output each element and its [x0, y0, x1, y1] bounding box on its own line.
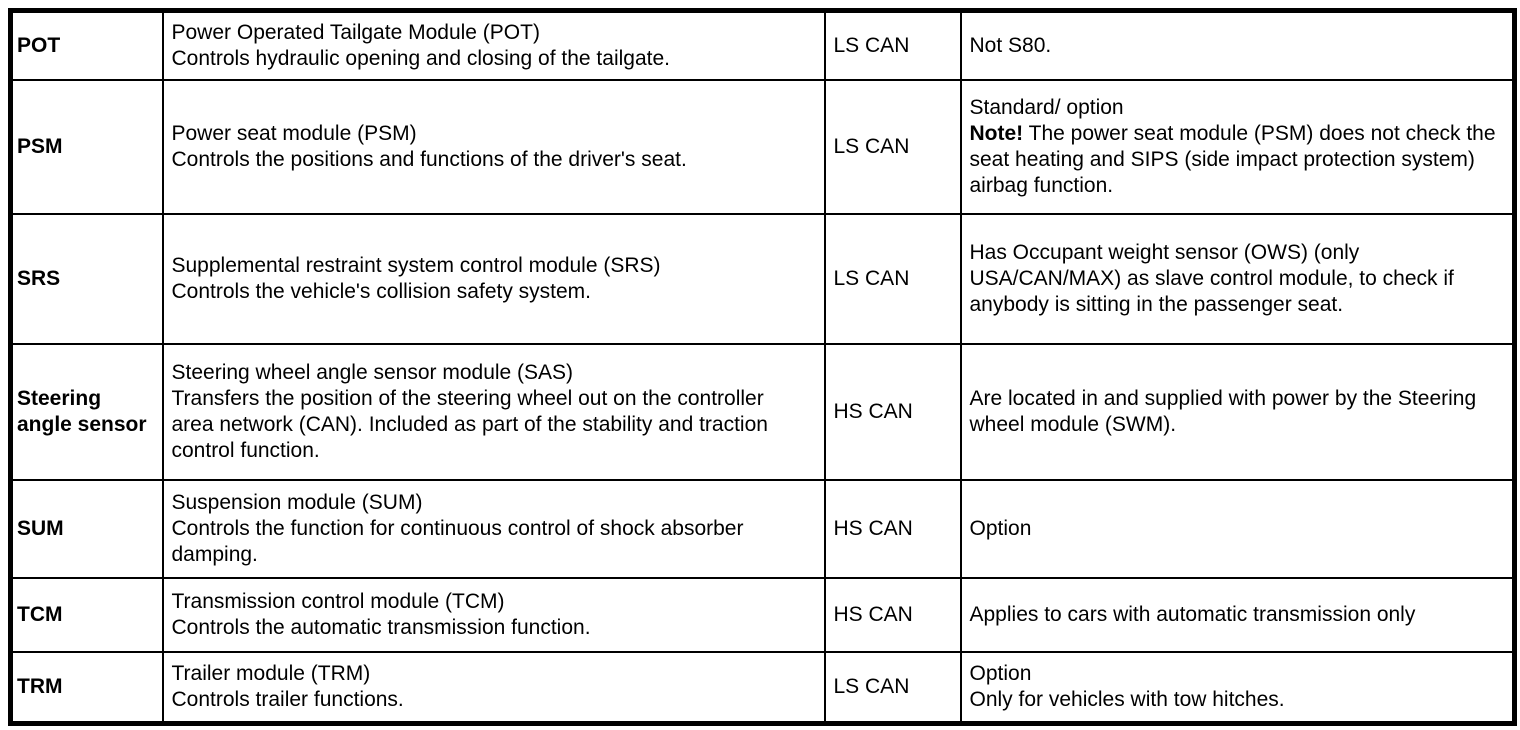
notes-text: Are located in and supplied with power b…	[969, 386, 1477, 436]
notes-text: Not S80.	[969, 33, 1052, 57]
notes-text: Has Occupant weight sensor (OWS) (only U…	[969, 240, 1454, 316]
module-abbreviation-cell: SRS	[9, 212, 164, 345]
notes-line: Note! The power seat module (PSM) does n…	[970, 121, 1505, 199]
table-row: SRS Supplemental restraint system control…	[9, 212, 1516, 345]
notes-line: Option	[970, 516, 1505, 542]
notes-cell: Are located in and supplied with power b…	[959, 342, 1516, 481]
module-description-cell: Supplemental restraint system control mo…	[161, 212, 826, 345]
notes-line: Only for vehicles with tow hitches.	[970, 687, 1505, 713]
module-abbreviation-cell: POT	[9, 9, 164, 81]
notes-text: Applies to cars with automatic transmiss…	[969, 602, 1416, 626]
notes-line: Standard/ option	[970, 95, 1505, 121]
module-abbreviation-cell: TRM	[9, 650, 164, 725]
notes-line: Are located in and supplied with power b…	[970, 386, 1505, 438]
notes-text: Option	[969, 516, 1032, 540]
description-line: Controls the positions and functions of …	[171, 147, 687, 171]
notes-text: Option	[969, 661, 1032, 685]
description-line: Controls the automatic transmission func…	[171, 615, 591, 639]
notes-text: Standard/ option	[969, 95, 1124, 119]
module-description-cell: Transmission control module (TCM)Control…	[161, 576, 826, 653]
module-abbreviation-cell: TCM	[9, 576, 164, 653]
description-line: Transfers the position of the steering w…	[171, 386, 768, 462]
module-description-cell: Suspension module (SUM)Controls the func…	[161, 478, 826, 579]
notes-cell: Applies to cars with automatic transmiss…	[959, 576, 1516, 653]
notes-line: Applies to cars with automatic transmiss…	[970, 602, 1505, 628]
module-abbreviation-cell: Steering angle sensor	[9, 342, 164, 481]
module-description-cell: Steering wheel angle sensor module (SAS)…	[161, 342, 826, 481]
network-type-cell: LS CAN	[823, 78, 962, 215]
description-line: Supplemental restraint system control mo…	[171, 253, 661, 277]
module-description-cell: Power Operated Tailgate Module (POT)Cont…	[161, 9, 826, 81]
network-type-cell: LS CAN	[823, 650, 962, 725]
description-line: Controls trailer functions.	[171, 687, 404, 711]
notes-cell: Option	[959, 478, 1516, 579]
description-line: Power Operated Tailgate Module (POT)	[171, 20, 540, 44]
description-line: Steering wheel angle sensor module (SAS)	[171, 360, 574, 384]
description-line: Controls hydraulic opening and closing o…	[171, 46, 670, 70]
module-description-cell: Power seat module (PSM)Controls the posi…	[161, 78, 826, 215]
description-line: Power seat module (PSM)	[171, 121, 417, 145]
network-type-cell: HS CAN	[823, 576, 962, 653]
module-abbreviation-cell: SUM	[9, 478, 164, 579]
network-type-cell: LS CAN	[823, 9, 962, 81]
module-abbreviation-cell: PSM	[9, 78, 164, 215]
description-line: Controls the vehicle's collision safety …	[171, 279, 592, 303]
notes-line: Not S80.	[970, 33, 1505, 59]
network-type-cell: HS CAN	[823, 342, 962, 481]
network-type-cell: HS CAN	[823, 478, 962, 579]
notes-line: Has Occupant weight sensor (OWS) (only U…	[970, 240, 1505, 318]
description-line: Suspension module (SUM)	[171, 490, 423, 514]
notes-line: Option	[970, 661, 1505, 687]
notes-bold-text: Note!	[969, 121, 1024, 145]
description-line: Trailer module (TRM)	[171, 661, 371, 685]
notes-text: The power seat module (PSM) does not che…	[969, 121, 1496, 197]
notes-cell: Has Occupant weight sensor (OWS) (only U…	[959, 212, 1516, 345]
notes-cell: Not S80.	[959, 9, 1516, 81]
description-line: Controls the function for continuous con…	[171, 516, 744, 566]
notes-text: Only for vehicles with tow hitches.	[969, 687, 1285, 711]
module-description-cell: Trailer module (TRM)Controls trailer fun…	[161, 650, 826, 725]
network-type-cell: LS CAN	[823, 212, 962, 345]
description-line: Transmission control module (TCM)	[171, 589, 505, 613]
